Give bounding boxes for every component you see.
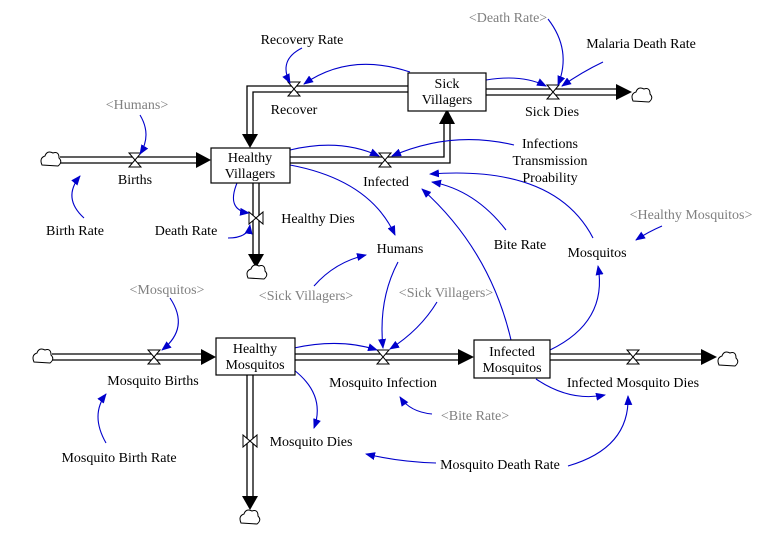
- link-healthy-mosquitos-to-mosquito-infection: [293, 342, 378, 352]
- healthy-dies-pipe: [248, 182, 264, 268]
- link-mosquito-birth-rate-to-mosquito-births: [97, 393, 107, 444]
- mosquito-infection-valve-icon[interactable]: [375, 349, 391, 365]
- shadow-var-bite-rate[interactable]: <Bite Rate>: [441, 409, 509, 424]
- infected-mosquito-dies-pipe: [550, 349, 717, 365]
- mosquito-infection-pipe: [295, 349, 474, 365]
- var-infections-transmission-proability[interactable]: Proability: [522, 171, 577, 186]
- link-sick-villagers-to-sick-dies: [485, 77, 547, 87]
- link-healthy-mosquitos-to-mosquito-dies: [293, 369, 321, 429]
- flow-label-healthy-dies: Healthy Dies: [281, 212, 354, 227]
- link-mosquito-death-rate-to-mosquito-dies: [365, 452, 437, 464]
- link-recovery-rate-to-recover: [282, 47, 303, 84]
- link-infected-mosquitos-to-mosquitos: [549, 265, 604, 351]
- mosquito-dies-valve-icon[interactable]: [242, 433, 258, 449]
- link-infected-mosquitos-to-infected-mosquito-dies: [535, 378, 606, 401]
- shadow-var-humans[interactable]: <Humans>: [106, 98, 169, 113]
- flow-label-births: Births: [118, 173, 152, 188]
- link-sick-villagers-shadow-to-humans: [313, 253, 367, 287]
- recover-valve-icon[interactable]: [286, 81, 302, 97]
- stock-label: Infected: [489, 345, 535, 360]
- link-bite-rate-shadow-to-mosquito-infection: [399, 396, 433, 415]
- var-birth-rate[interactable]: Birth Rate: [46, 224, 104, 239]
- shadow-var-death-rate[interactable]: <Death Rate>: [469, 11, 547, 26]
- cloud-icon: [40, 151, 62, 167]
- mosquito-dies-pipe: [242, 375, 258, 510]
- flow-label-mosquito-births: Mosquito Births: [107, 374, 198, 389]
- stock-label: Villagers: [422, 93, 472, 108]
- var-death-rate[interactable]: Death Rate: [155, 224, 218, 239]
- var-humans[interactable]: Humans: [377, 242, 424, 257]
- infected-mosquito-dies-valve-icon[interactable]: [625, 349, 641, 365]
- births-pipe: [60, 152, 211, 168]
- link-healthy-villagers-to-healthy-dies: [232, 182, 250, 216]
- healthy-dies-valve-icon[interactable]: [248, 210, 264, 226]
- stock-healthy-villagers[interactable]: Healthy Villagers: [210, 147, 291, 184]
- infected-pipe: [290, 109, 455, 164]
- stock-label: Sick: [435, 77, 460, 92]
- flow-label-infected-mosquito-dies: Infected Mosquito Dies: [567, 376, 699, 391]
- flow-label-infected: Infected: [363, 175, 409, 190]
- link-death-rate-shadow-to-sick-dies: [547, 18, 566, 86]
- var-mosquitos[interactable]: Mosquitos: [567, 246, 626, 261]
- infected-valve-icon[interactable]: [377, 152, 393, 168]
- births-valve-icon[interactable]: [127, 152, 143, 168]
- shadow-var-sick-villagers[interactable]: <Sick Villagers>: [399, 286, 494, 301]
- var-recovery-rate[interactable]: Recovery Rate: [261, 33, 344, 48]
- cloud-icon: [717, 351, 739, 367]
- flow-label-mosquito-infection: Mosquito Infection: [329, 376, 437, 391]
- stock-healthy-mosquitos[interactable]: Healthy Mosquitos: [215, 337, 296, 376]
- stock-sick-villagers[interactable]: Sick Villagers: [407, 72, 487, 112]
- link-mosquitos-shadow-to-mosquito-births: [161, 297, 179, 351]
- cloud-icon: [32, 348, 54, 364]
- link-sick-villagers-to-recover: [303, 63, 411, 85]
- recover-pipe: [242, 85, 408, 148]
- sick-dies-pipe: [486, 84, 632, 100]
- link-healthy-villagers-to-humans: [289, 164, 396, 236]
- var-malaria-death-rate[interactable]: Malaria Death Rate: [586, 37, 696, 52]
- link-death-rate-to-healthy-dies: [227, 224, 253, 239]
- flow-label-mosquito-dies: Mosquito Dies: [270, 435, 353, 450]
- link-birth-rate-to-births: [71, 175, 85, 219]
- var-mosquito-death-rate[interactable]: Mosquito Death Rate: [440, 458, 560, 473]
- stock-infected-mosquitos[interactable]: Infected Mosquitos: [473, 339, 551, 379]
- shadow-var-healthy-mosquitos[interactable]: <Healthy Mosquitos>: [630, 208, 753, 223]
- link-infected-mosquitos-to-infected: [421, 188, 512, 341]
- cloud-icon: [631, 87, 653, 103]
- link-humans-shadow-to-births: [139, 114, 149, 155]
- link-transmission-to-infected: [391, 139, 515, 157]
- stock-label: Villagers: [225, 167, 275, 182]
- var-bite-rate[interactable]: Bite Rate: [494, 238, 547, 253]
- flow-label-sick-dies: Sick Dies: [525, 105, 579, 120]
- stock-label: Mosquitos: [225, 358, 284, 373]
- link-healthy-villagers-to-infected: [289, 144, 380, 157]
- shadow-var-sick-villagers[interactable]: <Sick Villagers>: [259, 289, 354, 304]
- mosquito-births-pipe: [52, 349, 216, 365]
- cloud-icon: [246, 264, 268, 280]
- link-malaria-death-rate-to-sick-dies: [561, 61, 604, 87]
- link-humans-to-mosquito-infection: [378, 261, 399, 349]
- link-bite-rate-to-infected: [431, 179, 507, 231]
- link-mosquito-death-rate-to-infected-mosquito-dies: [567, 395, 633, 467]
- sick-dies-valve-icon[interactable]: [545, 84, 561, 100]
- link-sick-villagers-shadow2-to-mosquito-infection: [389, 301, 438, 350]
- stock-label: Healthy: [233, 342, 277, 357]
- stock-label: Mosquitos: [482, 361, 541, 376]
- flow-label-recover: Recover: [271, 103, 318, 118]
- shadow-var-mosquitos[interactable]: <Mosquitos>: [130, 283, 205, 298]
- mosquito-births-valve-icon[interactable]: [146, 349, 162, 365]
- var-infections-transmission-proability[interactable]: Transmission: [513, 154, 588, 169]
- stock-label: Healthy: [228, 151, 272, 166]
- cloud-icon: [239, 509, 261, 525]
- link-mosquitos-to-infected: [429, 169, 594, 239]
- var-mosquito-birth-rate[interactable]: Mosquito Birth Rate: [61, 451, 176, 466]
- link-healthy-mosquitos-shadow-to-mosquitos: [635, 225, 663, 241]
- var-infections-transmission-proability[interactable]: Infections: [522, 137, 578, 152]
